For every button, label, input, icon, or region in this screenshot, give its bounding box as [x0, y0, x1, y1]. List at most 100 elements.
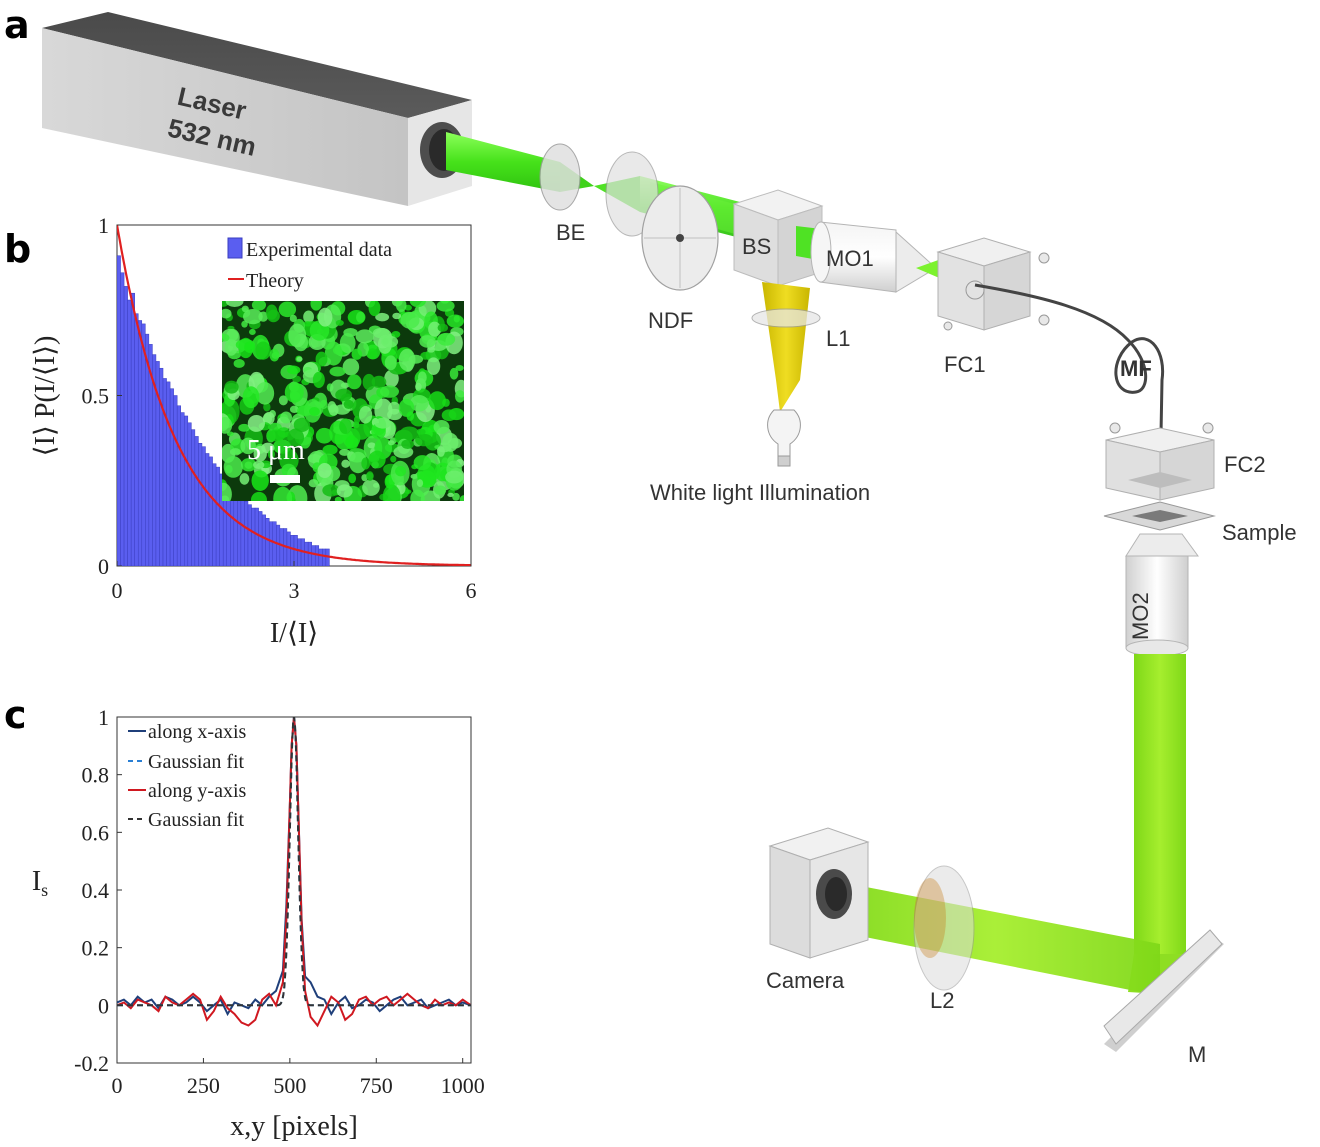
legend-swatch-experimental: [227, 237, 243, 259]
speckle-grain: [322, 444, 338, 455]
label-mo2: MO2: [1128, 592, 1153, 640]
scale-bar-label: 5 μm: [247, 435, 305, 466]
speckle-grain: [240, 458, 257, 472]
speckle-grain: [399, 426, 419, 441]
speckle-inset: 5 μm: [222, 301, 464, 501]
speckle-grain: [273, 486, 293, 501]
speckle-grain: [315, 427, 333, 444]
panel-letter-c: c: [4, 693, 27, 737]
histogram-bar: [187, 422, 192, 566]
y-tick-label: 0.6: [82, 820, 110, 845]
label-mo1: MO1: [826, 246, 874, 271]
histogram-bar: [244, 500, 249, 566]
x-tick-label: 250: [187, 1073, 220, 1098]
legend-gaussian-2: Gaussian fit: [148, 809, 245, 831]
speckle-grain: [433, 420, 450, 434]
histogram-bar: [208, 456, 213, 566]
l2-lens-tint: [914, 878, 946, 958]
speckle-grain: [345, 435, 359, 450]
speckle-grain: [267, 449, 275, 459]
histogram-bar: [169, 388, 174, 566]
histogram-bar: [304, 541, 309, 566]
speckle-grain: [379, 385, 399, 398]
speckle-grain: [267, 309, 280, 323]
speckle-grain: [409, 301, 426, 308]
chart-c-legend: along x-axis Gaussian fit along y-axis G…: [128, 721, 247, 831]
histogram-bar: [194, 436, 199, 566]
speckle-grain: [351, 348, 363, 360]
fc2-mount: [1105, 422, 1215, 501]
speckle-grain: [416, 479, 424, 487]
speckle-grain: [441, 409, 457, 422]
speckle-grain: [222, 482, 232, 501]
y-tick-label: 0.5: [82, 384, 110, 409]
fc1-mount: [936, 237, 1050, 331]
speckle-grain: [368, 450, 386, 469]
speckle-grain: [233, 359, 245, 368]
speckle-grain: [374, 417, 392, 429]
label-sample: Sample: [1222, 520, 1297, 545]
camera: [768, 827, 870, 959]
l1-lens: [751, 308, 821, 328]
speckle-grain: [382, 484, 401, 501]
histogram-bar: [240, 497, 245, 566]
speckle-grain: [249, 328, 256, 336]
label-m: M: [1188, 1042, 1206, 1067]
speckle-grain: [355, 311, 365, 323]
histogram-bar: [279, 528, 284, 566]
speckle-grain: [420, 351, 431, 360]
speckle-grain: [398, 348, 416, 371]
sample-slide: [1103, 501, 1216, 531]
speckle-grain: [288, 323, 307, 348]
histogram-bar: [127, 299, 132, 566]
speckle-grain: [336, 484, 353, 498]
histogram-bar: [276, 524, 281, 566]
speckle-grain: [267, 422, 282, 432]
histogram-bar: [233, 490, 238, 566]
histogram-bar: [205, 453, 210, 566]
histogram-bar: [176, 405, 181, 566]
speckle-grain: [341, 459, 350, 468]
histogram-bar: [191, 429, 196, 566]
chart-c-xlabel: x,y [pixels]: [230, 1111, 358, 1142]
speckle-grain: [238, 423, 250, 432]
x-tick-label: 0: [112, 578, 123, 603]
speckle-grain: [240, 437, 256, 455]
y-tick-label: 1: [98, 705, 109, 730]
speckle-grain: [222, 416, 233, 434]
histogram-bar: [130, 292, 135, 566]
speckle-grain: [366, 471, 374, 481]
speckle-grain: [442, 432, 459, 452]
speckle-grain: [310, 301, 322, 311]
histogram-bar: [311, 545, 316, 566]
speckle-grain: [303, 310, 314, 324]
chart-b-legend: Experimental data Theory: [227, 237, 392, 292]
speckle-grain: [253, 460, 265, 469]
speckle-grain: [269, 348, 280, 362]
speckle-grain: [454, 390, 464, 403]
beam-segment: [446, 132, 560, 192]
l2-lens: [913, 865, 975, 991]
histogram-bar: [254, 507, 259, 566]
legend-y-axis: along y-axis: [148, 780, 247, 802]
speckle-grain: [452, 492, 460, 501]
y-tick-label: -0.2: [74, 1051, 109, 1076]
speckle-grain: [375, 312, 390, 322]
histogram-bar: [268, 521, 274, 566]
speckle-grain: [287, 428, 305, 447]
speckle-grain: [229, 448, 241, 456]
histogram-bar: [258, 511, 263, 566]
speckle-grain: [308, 479, 319, 488]
histogram-bar: [180, 412, 185, 566]
white-light-bulb: [767, 409, 801, 467]
panel-letter-b: b: [4, 227, 31, 271]
speckle-grain: [387, 440, 395, 446]
speckle-grain: [253, 445, 267, 462]
speckle-grain: [224, 380, 239, 394]
x-tick-label: 3: [289, 578, 300, 603]
series-line: [117, 717, 471, 1028]
speckle-grain: [280, 411, 293, 424]
speckle-grain: [455, 365, 464, 371]
